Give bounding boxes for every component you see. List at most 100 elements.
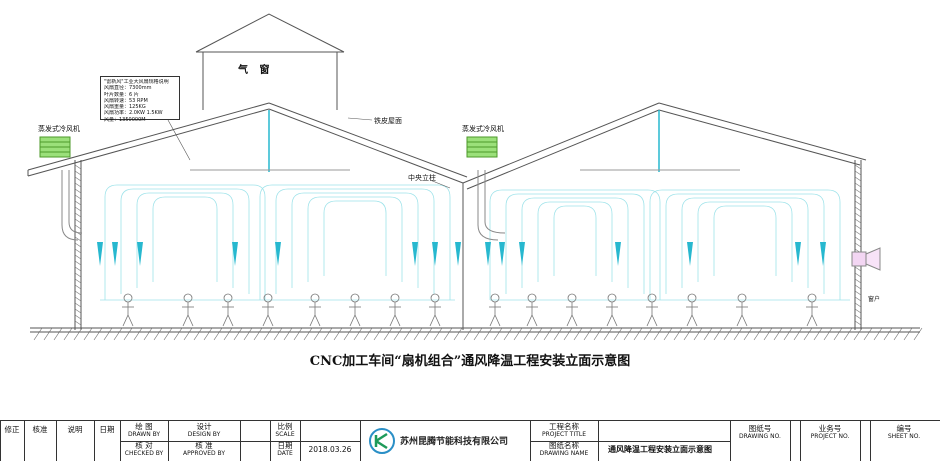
- wall-hatch-stroke: [854, 188, 862, 194]
- wall-hatch-stroke: [854, 314, 862, 320]
- floor-hatch-stroke: [203, 327, 213, 341]
- airflow-arrow: [455, 242, 461, 266]
- wall-hatch-stroke: [74, 194, 82, 200]
- worker-figure: [686, 293, 698, 327]
- floor-hatch-stroke: [753, 327, 763, 341]
- floor-hatch-stroke: [643, 327, 653, 341]
- wall-hatch-stroke: [854, 320, 862, 326]
- floor-hatch-stroke: [623, 327, 633, 341]
- wall-hatch-stroke: [854, 212, 862, 218]
- floor-hatch-stroke: [233, 327, 243, 341]
- wall-hatch-stroke: [74, 308, 82, 314]
- airflow-lines: [100, 184, 850, 301]
- worker-figure: [489, 293, 501, 327]
- wall-hatch-stroke: [74, 320, 82, 326]
- tb-drawn-cn: 绘 图: [135, 422, 153, 431]
- floor-hatch-stroke: [323, 327, 333, 341]
- airflow-arrow: [820, 242, 826, 266]
- floor-hatch-stroke: [793, 327, 803, 341]
- floor-hatch-stroke: [583, 327, 593, 341]
- airflow-arrow: [687, 242, 693, 266]
- floor-hatch-stroke: [593, 327, 603, 341]
- floor-hatch-stroke: [123, 327, 133, 341]
- tb-checked-en: CHECKED BY: [124, 450, 164, 457]
- floor-hatch-stroke: [573, 327, 583, 341]
- wall-hatch-stroke: [74, 242, 82, 248]
- tb-project-no-en: PROJECT NO.: [810, 433, 850, 440]
- floor: [30, 327, 920, 333]
- floor-hatch-stroke: [343, 327, 353, 341]
- floor-hatch-stroke: [333, 327, 343, 341]
- tb-project-cn: 工程名称: [549, 422, 579, 431]
- worker-figure: [429, 293, 441, 327]
- floor-hatch-stroke: [803, 327, 813, 341]
- wall-hatch-stroke: [854, 266, 862, 272]
- roof-label: 铁皮屋面: [374, 117, 402, 125]
- floor-hatch-stroke: [363, 327, 373, 341]
- floor-hatch-stroke: [513, 327, 523, 341]
- floor-hatch-stroke: [603, 327, 613, 341]
- tb-project-en: PROJECT TITLE: [541, 431, 587, 438]
- floor-hatch-stroke: [373, 327, 383, 341]
- floor-hatch-stroke: [523, 327, 533, 341]
- floor-hatch-stroke: [493, 327, 503, 341]
- airflow-loop: [136, 192, 234, 288]
- wall-hatch-stroke: [74, 188, 82, 194]
- wall-hatch-stroke: [854, 176, 862, 182]
- wall-hatch-stroke: [854, 284, 862, 290]
- airflow-arrow: [432, 242, 438, 266]
- floor-hatch-stroke: [223, 327, 233, 341]
- column-label: 中央立柱: [408, 174, 436, 182]
- wall-hatch-stroke: [74, 272, 82, 278]
- left-roof: [27, 102, 468, 330]
- floor-hatch-stroke: [353, 327, 363, 341]
- airflow-arrow: [112, 242, 118, 266]
- wall-hatch-stroke: [854, 170, 862, 176]
- fan-spec-box: "雷新风"工业大风扇规格说明 风扇直径：7300mm 叶片数量：6 片 风扇转速…: [100, 76, 180, 123]
- wall-hatch-stroke: [74, 284, 82, 290]
- wall-hatch-stroke: [854, 236, 862, 242]
- drawing-title: CNC加工车间“扇机组合”通风降温工程安装立面示意图: [309, 354, 631, 369]
- airflow-loop: [713, 205, 777, 276]
- tb-sheet-no-cn: 编号: [896, 424, 912, 433]
- floor-hatch-stroke: [393, 327, 403, 341]
- airflow-arrow: [795, 242, 801, 266]
- floor-hatch-stroke: [813, 327, 823, 341]
- spec-line: 风扇重量：125KG: [104, 104, 146, 111]
- evaporative-cooler-left: [39, 136, 83, 241]
- right-roof: [462, 102, 867, 330]
- tb-drawing-name-value: 通风降温工程安装立面示意图: [608, 445, 712, 454]
- tb-drawing-name-cn: 图纸名称: [549, 441, 579, 450]
- tb-drawn-en: DRAWN BY: [127, 431, 161, 438]
- airflow-loop: [681, 197, 809, 288]
- floor-hatch-stroke: [213, 327, 223, 341]
- window-label: 气 窗: [238, 65, 274, 76]
- wall-hatch-stroke: [74, 302, 82, 308]
- worker-figure: [566, 293, 578, 327]
- floor-hatch-stroke: [83, 327, 93, 341]
- floor-hatch-stroke: [183, 327, 193, 341]
- wall-hatch-stroke: [74, 200, 82, 206]
- floor-hatch-stroke: [73, 327, 83, 341]
- wall-hatch-stroke: [74, 224, 82, 230]
- wall-hatch-stroke: [74, 296, 82, 302]
- floor-hatch-stroke: [703, 327, 713, 341]
- floor-hatch-stroke: [673, 327, 683, 341]
- floor-hatch-stroke: [103, 327, 113, 341]
- floor-hatch-stroke: [663, 327, 673, 341]
- wall-hatch-stroke: [854, 194, 862, 200]
- tb-project-no-cn: 业务号: [818, 424, 842, 433]
- airflow-arrow: [485, 242, 491, 266]
- wall-hatch-stroke: [74, 176, 82, 182]
- tb-rev: 修正: [4, 425, 20, 434]
- floor-hatch-stroke: [93, 327, 103, 341]
- airflow-loop: [104, 184, 266, 300]
- tb-design-en: DESIGN BY: [187, 431, 221, 438]
- company-logo: [369, 428, 395, 454]
- worker-figure: [122, 293, 134, 327]
- tb-drawing-no-cn: 图纸号: [748, 424, 772, 433]
- airflow-arrow: [97, 242, 103, 266]
- spec-line: 风扇直径：7300mm: [104, 85, 152, 92]
- spec-line: 风扇功率：2.0KW 1.5KW: [104, 110, 163, 117]
- floor-hatch-stroke: [423, 327, 433, 341]
